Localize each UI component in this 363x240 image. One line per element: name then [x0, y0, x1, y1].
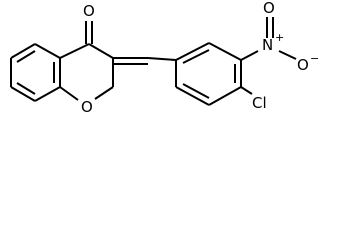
nitro-nitrogen-label: N	[262, 36, 273, 54]
pyranone-ring	[59, 43, 114, 101]
benzylidene-linker	[113, 57, 177, 65]
oxygen-charge-label: −	[310, 52, 319, 65]
nitro-group	[240, 17, 297, 61]
nitrogen-charge-label: +	[275, 31, 284, 44]
chlorine-bond	[240, 86, 253, 95]
fused-benzene-ring	[10, 43, 61, 102]
chemical-structure-drawing: O O N + O O − Cl	[10, 0, 319, 116]
carbonyl-group	[85, 21, 93, 44]
carbonyl-oxygen-label: O	[83, 2, 95, 20]
aryl-ring	[175, 42, 242, 106]
nitro-oxygen-top-label: O	[263, 0, 275, 17]
chlorine-label: Cl	[252, 94, 267, 112]
nitro-oxygen-right-label: O	[297, 56, 309, 74]
chemical-structure-figure: O O N + O O − Cl	[10, 0, 319, 116]
ring-oxygen-label: O	[81, 98, 93, 116]
